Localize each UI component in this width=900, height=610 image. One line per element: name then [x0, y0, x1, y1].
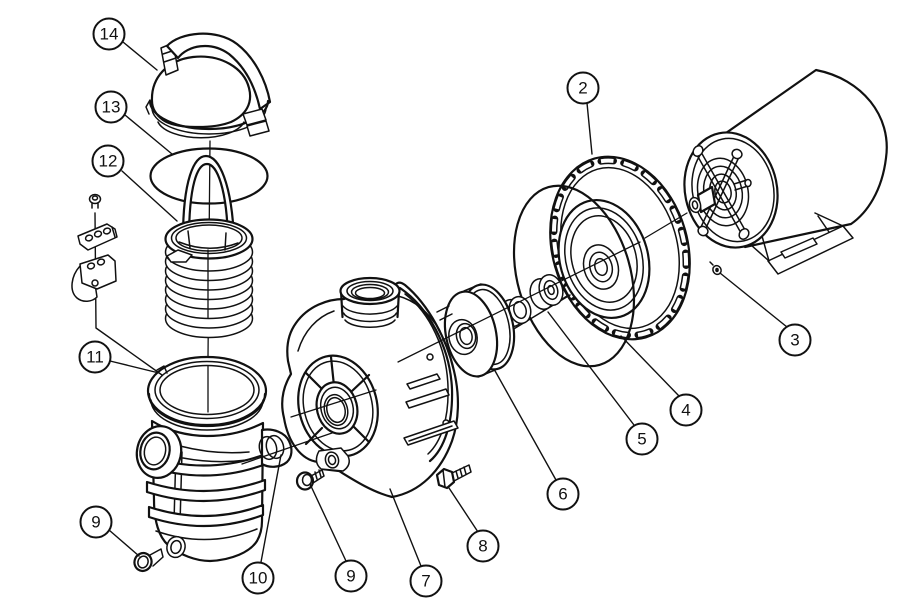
callout-number: 3: [790, 331, 799, 350]
callout-8: 8: [448, 487, 500, 563]
callout-leader: [124, 114, 173, 155]
callout-leader: [586, 102, 593, 155]
callout-circle: [669, 393, 703, 427]
callout-circle: [79, 505, 113, 539]
callout-layer: 2 3 4 5 6 7 8 9 9 10 11 12 13 14: [78, 17, 812, 598]
callout-5: 5: [547, 311, 659, 456]
housing-screw: [295, 469, 325, 491]
callout-leader: [122, 41, 158, 71]
callout-number: 9: [91, 513, 100, 532]
strainer-pot: [135, 355, 268, 563]
callout-number: 10: [249, 569, 268, 588]
lid-dome: [150, 55, 252, 129]
impeller: [443, 283, 516, 378]
motor: [683, 68, 888, 275]
discharge-fitting: [258, 428, 293, 468]
callout-circle: [778, 323, 812, 357]
strainer-basket: [164, 154, 254, 339]
callout-circle: [409, 564, 443, 598]
shaft-seal: [500, 274, 571, 331]
callout-circle: [94, 90, 128, 124]
callout-leader: [108, 529, 140, 557]
clamp-screw: [88, 193, 102, 209]
callout-12: 12: [91, 144, 178, 222]
motor-mount-screw: [709, 261, 722, 276]
clamp-leader-line: [94, 212, 163, 376]
callout-leader: [309, 483, 347, 562]
callout-number: 9: [346, 567, 355, 586]
callout-leader: [719, 272, 788, 328]
callout-number: 4: [681, 401, 690, 420]
callout-circle: [91, 144, 125, 178]
housing-flange-rim: [398, 286, 454, 463]
callout-4: 4: [620, 335, 703, 427]
callout-14: 14: [92, 17, 158, 71]
housing-suction-flange: [297, 354, 379, 458]
lid-handle: [165, 32, 272, 111]
seal-ceramic-half: [538, 274, 564, 306]
callout-6: 6: [493, 368, 580, 511]
basket-tab: [166, 249, 193, 263]
callout-number: 7: [421, 572, 430, 591]
callout-circle: [466, 529, 500, 563]
clamp-bar: [77, 223, 118, 251]
callout-circle: [625, 422, 659, 456]
callout-number: 12: [99, 152, 118, 171]
callout-number: 8: [478, 537, 487, 556]
callout-circle: [78, 340, 112, 374]
callout-leader: [547, 311, 635, 426]
callout-7: 7: [389, 488, 443, 598]
callout-leader: [389, 488, 422, 567]
housing-top-port: [339, 276, 401, 329]
housing-gasket: [512, 184, 636, 368]
callout-13: 13: [94, 90, 173, 155]
callout-number: 13: [102, 98, 121, 117]
housing-mount-tab: [315, 447, 350, 472]
motor-through-bolts: [692, 145, 752, 240]
callout-number: 5: [637, 430, 646, 449]
callout-circle: [334, 559, 368, 593]
callout-number: 2: [578, 79, 587, 98]
callout-leader: [121, 170, 178, 222]
callout-9: 9: [79, 505, 140, 557]
flange-ribs: [304, 355, 371, 446]
callout-leader: [109, 360, 160, 374]
callout-number: 11: [86, 348, 104, 367]
motor-shaft: [688, 185, 717, 214]
clamp-hardware: [71, 193, 163, 376]
callout-circle: [566, 71, 600, 105]
lid-lug: [246, 120, 270, 137]
pot-band: [147, 503, 265, 528]
drain-plug: [133, 548, 164, 573]
seal-plate: [549, 155, 691, 341]
callout-circle: [92, 17, 126, 51]
pot-band: [145, 478, 267, 503]
centerlines: [241, 212, 688, 465]
callout-9: 9: [309, 483, 368, 593]
callout-number: 14: [100, 25, 119, 44]
lid-oring: [149, 147, 269, 205]
hex-bolt: [435, 464, 472, 490]
callout-number: 6: [558, 485, 567, 504]
callout-leader: [260, 454, 282, 563]
pot-drain-boss: [166, 535, 186, 559]
base-slot: [780, 237, 818, 259]
callout-leader: [493, 368, 557, 481]
callout-3: 3: [719, 272, 812, 357]
callout-circle: [546, 477, 580, 511]
callout-2: 2: [566, 71, 600, 155]
callout-leader: [448, 487, 479, 533]
pump-lid: [145, 32, 272, 139]
callout-11: 11: [78, 340, 160, 374]
motor-base: [761, 212, 854, 275]
callout-circle: [241, 561, 275, 595]
housing-vents: [403, 305, 459, 446]
lid-lug: [242, 108, 267, 126]
callout-10: 10: [241, 454, 282, 595]
pump-housing: [281, 276, 460, 499]
clamp-bracket: [71, 254, 117, 302]
callout-leader: [620, 335, 680, 397]
